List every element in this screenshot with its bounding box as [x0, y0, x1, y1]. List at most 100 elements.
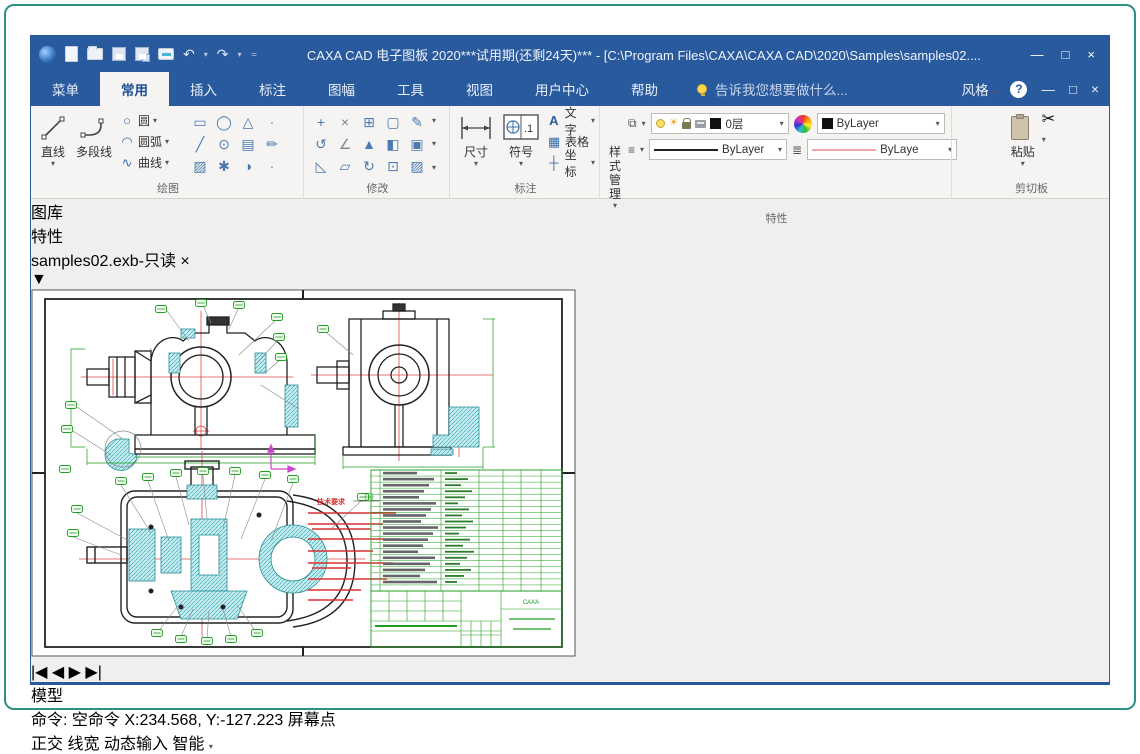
copy-button[interactable]: ▾ [1041, 135, 1046, 144]
tab-insert[interactable]: 插入 [190, 83, 217, 98]
toggle-snap-mode[interactable]: 智能 ▾ [172, 736, 213, 753]
document-tab[interactable]: samples02.exb-只读 × [31, 247, 1109, 271]
half-section-icon[interactable]: ◑ [243, 158, 253, 174]
new-file-icon[interactable] [65, 46, 78, 62]
drawing-canvas[interactable]: 技术要求 [31, 289, 1109, 662]
linewidth-select[interactable]: ByLaye ▾ [807, 139, 958, 160]
save-icon[interactable] [112, 47, 126, 61]
linewidth-icon[interactable]: ≣ [792, 142, 803, 157]
ribbon: 直线▾ 多段线 ○圆▾ ◠圆弧▾ ∿曲线▾ ▭ ╱ ▨ ◯ [31, 106, 1109, 225]
shear-icon[interactable]: ▱ [339, 157, 351, 174]
open-file-icon[interactable] [87, 46, 103, 60]
toggle-ortho[interactable]: 正交 [31, 736, 64, 753]
layer-select[interactable]: ☀ 0层 ▾ [650, 113, 789, 134]
draw-more-icon[interactable]: · [269, 158, 275, 174]
color-wheel-icon[interactable] [793, 114, 812, 133]
redo-icon[interactable]: ↷ [216, 46, 229, 62]
redo-dropdown-icon[interactable]: ▾ [237, 49, 242, 59]
model-tab[interactable]: 模型 [31, 688, 64, 705]
cut-button[interactable]: ✂ [1042, 109, 1055, 129]
undo-icon[interactable]: ↶ [183, 46, 195, 62]
tab-view[interactable]: 视图 [466, 83, 493, 98]
offset-icon[interactable]: ◧ [386, 135, 400, 152]
curve-button[interactable]: ∿曲线▾ [119, 153, 185, 172]
array-icon[interactable]: ⊞ [363, 113, 375, 130]
hatch-line-icon[interactable]: ╱ [195, 135, 205, 152]
sheet-nav-buttons[interactable]: |◀ ◀ ▶ ▶| [31, 664, 102, 681]
mirror-icon[interactable]: ▲ [362, 136, 376, 152]
tab-sheet[interactable]: 图幅 [328, 83, 355, 98]
point-mode[interactable]: 屏幕点 [287, 712, 336, 729]
cad-drawing[interactable]: 技术要求 [31, 289, 576, 657]
minimize-button[interactable]: — [1030, 46, 1044, 62]
style-manager-button[interactable]: 样式管理▾ [609, 145, 622, 210]
tab-tools[interactable]: 工具 [397, 83, 424, 98]
table-button[interactable]: ▦表格 [547, 134, 590, 149]
modify-dd-2[interactable]: ▾ [432, 139, 437, 149]
move-icon[interactable]: + [316, 114, 326, 130]
circle-button[interactable]: ○圆▾ [119, 111, 185, 130]
tab-menu[interactable]: 菜单 [52, 83, 79, 98]
tab-help[interactable]: 帮助 [631, 83, 658, 98]
app-logo-icon[interactable] [39, 45, 56, 63]
undo-dropdown-icon[interactable]: ▾ [203, 49, 208, 59]
save-as-icon[interactable] [135, 47, 150, 62]
hole-plate-icon[interactable]: ⊙ [218, 135, 230, 152]
ribbon-close-button[interactable]: × [1091, 81, 1099, 97]
close-button[interactable]: × [1087, 46, 1095, 62]
eyedropper-icon[interactable]: ✏ [266, 135, 278, 152]
gear-icon[interactable]: ✱ [218, 157, 230, 174]
layer-lock-icon [682, 117, 692, 129]
erase-icon[interactable]: ✎ [411, 113, 423, 130]
line-button[interactable]: 直线▾ [37, 109, 69, 170]
explode-icon[interactable]: ⊡ [387, 157, 399, 174]
print-icon[interactable] [158, 48, 174, 60]
color-select[interactable]: ByLayer ▾ [816, 113, 945, 134]
layer-tool-dd[interactable]: ▾ [641, 119, 646, 128]
linetype-sample [654, 148, 719, 151]
fill-region-icon[interactable]: ▨ [193, 157, 207, 174]
tab-user-center[interactable]: 用户中心 [535, 83, 589, 98]
break-icon[interactable]: × [340, 114, 350, 130]
chamfer-icon[interactable]: ◺ [315, 157, 327, 174]
symbol-button[interactable]: .1 符号▾ [500, 109, 542, 170]
maximize-button[interactable]: □ [1061, 46, 1070, 62]
ellipse-icon[interactable]: ◯ [216, 113, 232, 130]
polyline-button[interactable]: 多段线 [73, 109, 115, 161]
linetype-icon[interactable]: ≡ [628, 142, 636, 157]
region-edit-icon[interactable]: ▨ [410, 157, 424, 174]
rotate-copy-icon[interactable]: ↺ [315, 135, 327, 152]
dimension-button[interactable]: 尺寸▾ [456, 109, 496, 170]
quick-access-customize-icon[interactable]: ≂ [250, 49, 258, 59]
image-icon[interactable]: ▤ [241, 135, 255, 152]
tell-me-search[interactable]: 告诉我您想要做什么... [679, 72, 848, 106]
polygon-icon[interactable]: △ [242, 113, 254, 130]
tab-annotate[interactable]: 标注 [259, 83, 286, 98]
marquee-icon[interactable]: ▣ [410, 135, 424, 152]
rotate-icon[interactable]: ↻ [363, 157, 375, 174]
modify-dd-3[interactable]: ▾ [432, 162, 437, 172]
linetype-dd[interactable]: ▾ [640, 145, 645, 154]
rectangle-icon[interactable]: ▭ [193, 113, 207, 130]
sidebar-item-properties[interactable]: 特性 [31, 229, 64, 246]
arc-button[interactable]: ◠圆弧▾ [119, 132, 185, 151]
style-menu-button[interactable]: 风格 ▾ [961, 83, 997, 98]
clip-icon[interactable]: ▢ [386, 113, 400, 130]
linetype-select[interactable]: ByLayer ▾ [649, 139, 788, 160]
modify-dd-1[interactable]: ▾ [432, 116, 437, 126]
toggle-dynamic-input[interactable]: 动态输入 [103, 736, 168, 753]
point-icon[interactable]: · [269, 114, 275, 130]
document-tab-close-icon[interactable]: × [180, 253, 190, 270]
document-list-dropdown-icon[interactable]: ▼ [31, 271, 47, 288]
tab-home[interactable]: 常用 [100, 72, 169, 106]
toggle-linewidth[interactable]: 线宽 [67, 736, 100, 753]
extend-icon[interactable]: ∠ [338, 135, 352, 152]
ribbon-minimize-button[interactable]: — [1041, 81, 1055, 97]
paste-button[interactable]: 粘贴▾ [1008, 109, 1038, 170]
sidebar-item-library[interactable]: 图库 [31, 205, 64, 222]
layer-tool-icon[interactable]: ⧉ [628, 116, 637, 130]
coordinate-button[interactable]: ┼坐标▾ [546, 148, 595, 179]
help-button[interactable]: ? [1010, 80, 1028, 98]
ribbon-restore-button[interactable]: □ [1068, 81, 1078, 97]
